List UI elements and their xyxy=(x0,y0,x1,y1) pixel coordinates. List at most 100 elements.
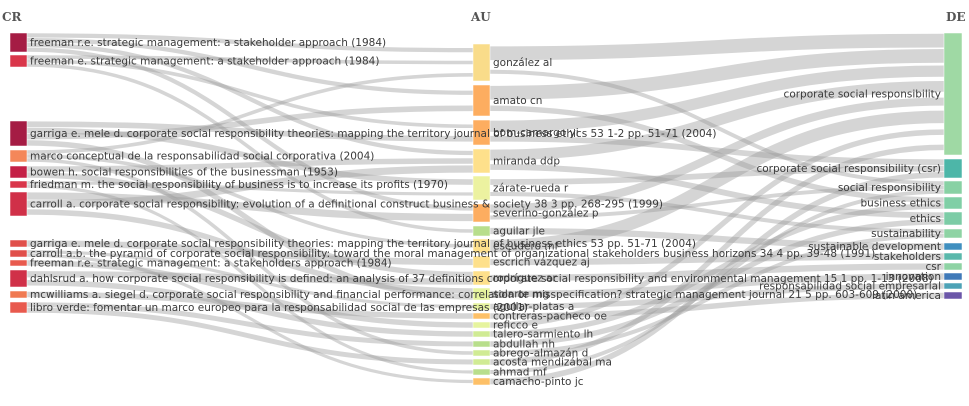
sankey-link[interactable] xyxy=(26,158,474,355)
node-au[interactable] xyxy=(472,43,491,82)
node-cr[interactable] xyxy=(9,149,28,163)
node-de[interactable] xyxy=(943,158,963,179)
node-au[interactable] xyxy=(472,148,491,174)
node-au[interactable] xyxy=(472,119,491,146)
sankey-link[interactable] xyxy=(26,184,474,374)
node-de[interactable] xyxy=(943,272,963,281)
sankey-link[interactable] xyxy=(26,271,474,285)
sankey-link[interactable] xyxy=(489,185,945,220)
sankey-link[interactable] xyxy=(489,65,945,132)
sankey-link[interactable] xyxy=(489,189,945,374)
node-cr[interactable] xyxy=(9,290,28,299)
node-au[interactable] xyxy=(472,302,491,311)
node-de[interactable] xyxy=(943,228,963,239)
sankey-link[interactable] xyxy=(489,80,945,161)
node-de[interactable] xyxy=(943,180,963,195)
sankey-link[interactable] xyxy=(489,135,945,166)
node-au[interactable] xyxy=(472,377,491,386)
node-au[interactable] xyxy=(472,175,491,201)
sankey-link[interactable] xyxy=(26,73,474,154)
node-de[interactable] xyxy=(943,252,963,261)
node-au[interactable] xyxy=(472,349,491,357)
sankey-link[interactable] xyxy=(489,253,945,266)
sankey-link[interactable] xyxy=(26,42,474,156)
node-de[interactable] xyxy=(943,262,963,271)
sankey-link[interactable] xyxy=(26,253,474,384)
sankey-link[interactable] xyxy=(26,158,474,172)
node-de[interactable] xyxy=(943,211,963,226)
sankey-link[interactable] xyxy=(26,181,474,196)
sankey-link[interactable] xyxy=(26,55,474,65)
sankey-link[interactable] xyxy=(489,164,945,219)
sankey-link[interactable] xyxy=(26,291,474,319)
sankey-link[interactable] xyxy=(26,260,474,328)
sankey-link[interactable] xyxy=(26,240,474,266)
sankey-link[interactable] xyxy=(489,227,945,250)
node-cr[interactable] xyxy=(9,259,28,267)
sankey-link[interactable] xyxy=(489,219,945,347)
node-de[interactable] xyxy=(943,242,963,251)
node-au[interactable] xyxy=(472,238,491,254)
node-au[interactable] xyxy=(472,368,491,376)
node-cr[interactable] xyxy=(9,54,28,68)
node-au[interactable] xyxy=(472,330,491,338)
sankey-link[interactable] xyxy=(489,49,945,100)
sankey-link[interactable] xyxy=(26,47,474,211)
sankey-link[interactable] xyxy=(489,110,945,253)
sankey-link[interactable] xyxy=(489,203,945,337)
node-cr[interactable] xyxy=(9,239,28,248)
sankey-link[interactable] xyxy=(489,144,945,365)
sankey-link[interactable] xyxy=(489,69,945,186)
sankey-link[interactable] xyxy=(26,250,474,309)
sankey-link[interactable] xyxy=(26,105,474,140)
sankey-link[interactable] xyxy=(26,33,474,53)
node-cr[interactable] xyxy=(9,301,28,314)
sankey-link[interactable] xyxy=(26,37,474,95)
sankey-link[interactable] xyxy=(489,273,945,298)
node-cr[interactable] xyxy=(9,249,28,258)
node-au[interactable] xyxy=(472,358,491,366)
sankey-link[interactable] xyxy=(26,172,474,278)
node-au[interactable] xyxy=(472,340,491,348)
node-au[interactable] xyxy=(472,84,491,117)
sankey-link[interactable] xyxy=(489,105,945,203)
sankey-link[interactable] xyxy=(26,307,474,365)
sankey-link[interactable] xyxy=(489,283,945,310)
node-de[interactable] xyxy=(943,196,963,210)
sankey-link[interactable] xyxy=(489,191,945,234)
node-cr[interactable] xyxy=(9,32,28,53)
sankey-link[interactable] xyxy=(26,165,474,208)
sankey-link[interactable] xyxy=(26,127,474,185)
sankey-link[interactable] xyxy=(489,171,945,385)
node-au[interactable] xyxy=(472,270,491,286)
sankey-link[interactable] xyxy=(489,233,945,356)
sankey-link[interactable] xyxy=(26,192,474,222)
sankey-link[interactable] xyxy=(26,280,474,337)
sankey-link[interactable] xyxy=(26,63,474,233)
node-cr[interactable] xyxy=(9,120,28,147)
sankey-link[interactable] xyxy=(489,97,945,213)
sankey-link[interactable] xyxy=(489,292,945,319)
node-au[interactable] xyxy=(472,321,491,329)
sankey-link[interactable] xyxy=(26,140,474,300)
node-cr[interactable] xyxy=(9,191,28,217)
sankey-link[interactable] xyxy=(26,121,474,142)
node-au[interactable] xyxy=(472,203,491,223)
node-cr[interactable] xyxy=(9,180,28,189)
sankey-link[interactable] xyxy=(489,33,945,61)
node-cr[interactable] xyxy=(9,165,28,179)
node-de[interactable] xyxy=(943,282,963,290)
node-au[interactable] xyxy=(472,312,491,320)
sankey-link[interactable] xyxy=(26,59,474,129)
sankey-link[interactable] xyxy=(26,154,474,248)
node-au[interactable] xyxy=(472,287,491,301)
node-de[interactable] xyxy=(943,291,963,300)
sankey-link[interactable] xyxy=(26,302,474,347)
sankey-link[interactable] xyxy=(489,263,945,282)
sankey-link[interactable] xyxy=(26,209,474,294)
node-au[interactable] xyxy=(472,225,491,237)
sankey-link[interactable] xyxy=(489,165,945,185)
node-au[interactable] xyxy=(472,255,491,269)
node-de[interactable] xyxy=(943,32,963,156)
node-cr[interactable] xyxy=(9,269,28,288)
